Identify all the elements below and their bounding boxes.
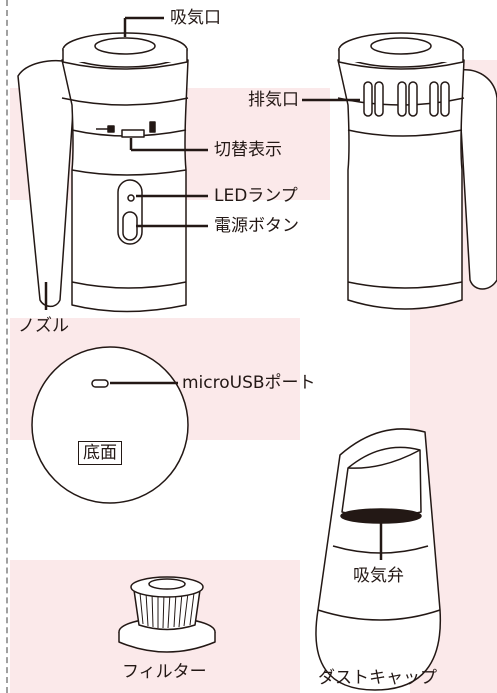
front-body — [17, 32, 189, 313]
dashed-border — [6, 0, 8, 693]
back-body — [337, 32, 497, 310]
leader-lines — [44, 16, 383, 560]
dust-cap-shape — [315, 428, 442, 691]
filter-shape — [118, 576, 216, 653]
nozzle-handle-shape — [17, 59, 76, 308]
exhaust-label: 排気口 — [248, 90, 299, 110]
bottom-face-label: 底面 — [78, 441, 122, 465]
intake-label: 吸気口 — [170, 8, 221, 28]
filter-label: フィルター — [122, 662, 207, 682]
led-lamp-label: LEDランプ — [214, 186, 298, 206]
nozzle-label: ノズル — [18, 316, 69, 336]
intake-valve-label: 吸気弁 — [353, 566, 404, 586]
dust-cap-label: ダストキャップ — [318, 668, 437, 688]
micro-usb-port-label: microUSBポート — [182, 373, 316, 393]
power-button-label: 電源ボタン — [214, 216, 299, 236]
switch-display-label: 切替表示 — [214, 140, 282, 160]
bottom-view — [31, 346, 189, 504]
